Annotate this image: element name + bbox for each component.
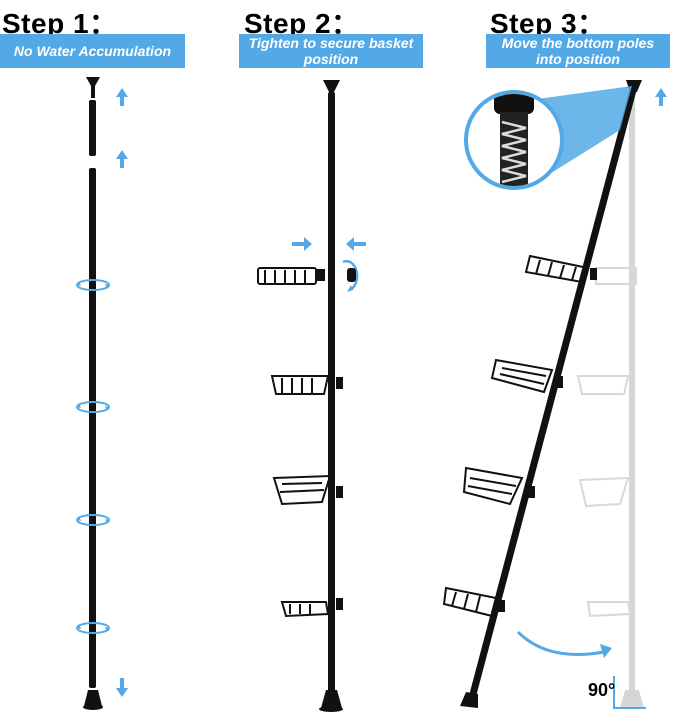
step-3-pole bbox=[460, 80, 642, 708]
up-arrow-icon bbox=[116, 150, 128, 168]
rotate-icon bbox=[342, 259, 359, 292]
up-arrow-icon bbox=[655, 88, 667, 106]
step-1-caption: No Water Accumulation bbox=[0, 34, 185, 68]
right-angle-marker bbox=[613, 676, 646, 709]
up-arrow-icon bbox=[116, 88, 128, 106]
rotate-icon bbox=[76, 514, 110, 526]
step-2-basket bbox=[272, 474, 343, 506]
angle-label: 90° bbox=[588, 680, 616, 700]
step-3-caption-line2: into position bbox=[536, 51, 620, 67]
spring-zoom-icon bbox=[464, 86, 632, 190]
step-1-caption-text: No Water Accumulation bbox=[13, 43, 172, 59]
curved-arrow-icon bbox=[516, 630, 612, 658]
step-3-basket bbox=[442, 586, 505, 618]
press-arrow-icon bbox=[292, 237, 312, 251]
step-3-ghost-pole bbox=[576, 95, 644, 708]
step-1-title: Step 1： bbox=[2, 8, 118, 39]
step-2-caption-line2: position bbox=[303, 51, 359, 67]
step-3-caption: Move the bottom poles into position bbox=[486, 34, 670, 68]
step-3-basket bbox=[490, 358, 563, 394]
step-2-caption: Tighten to secure basket position bbox=[239, 34, 423, 68]
step-2-pole bbox=[319, 80, 343, 712]
step-2-basket bbox=[270, 375, 343, 395]
press-arrow-icon bbox=[346, 237, 366, 251]
step-3-caption-line1: Move the bottom poles bbox=[501, 35, 655, 51]
step-3-basket bbox=[524, 254, 597, 284]
rotate-icon bbox=[76, 622, 110, 634]
step-1-pole bbox=[83, 77, 103, 710]
down-arrow-icon bbox=[116, 678, 128, 697]
step-2-basket bbox=[280, 598, 343, 618]
step-3-basket bbox=[462, 466, 535, 506]
step-2-basket-top bbox=[257, 267, 325, 285]
step-2-title: Step 2： bbox=[244, 8, 360, 39]
rotate-icon bbox=[76, 401, 110, 413]
rotate-icon bbox=[76, 279, 110, 291]
step-3-title: Step 3： bbox=[490, 8, 606, 39]
step-2-caption-line1: Tighten to secure basket bbox=[248, 35, 414, 51]
